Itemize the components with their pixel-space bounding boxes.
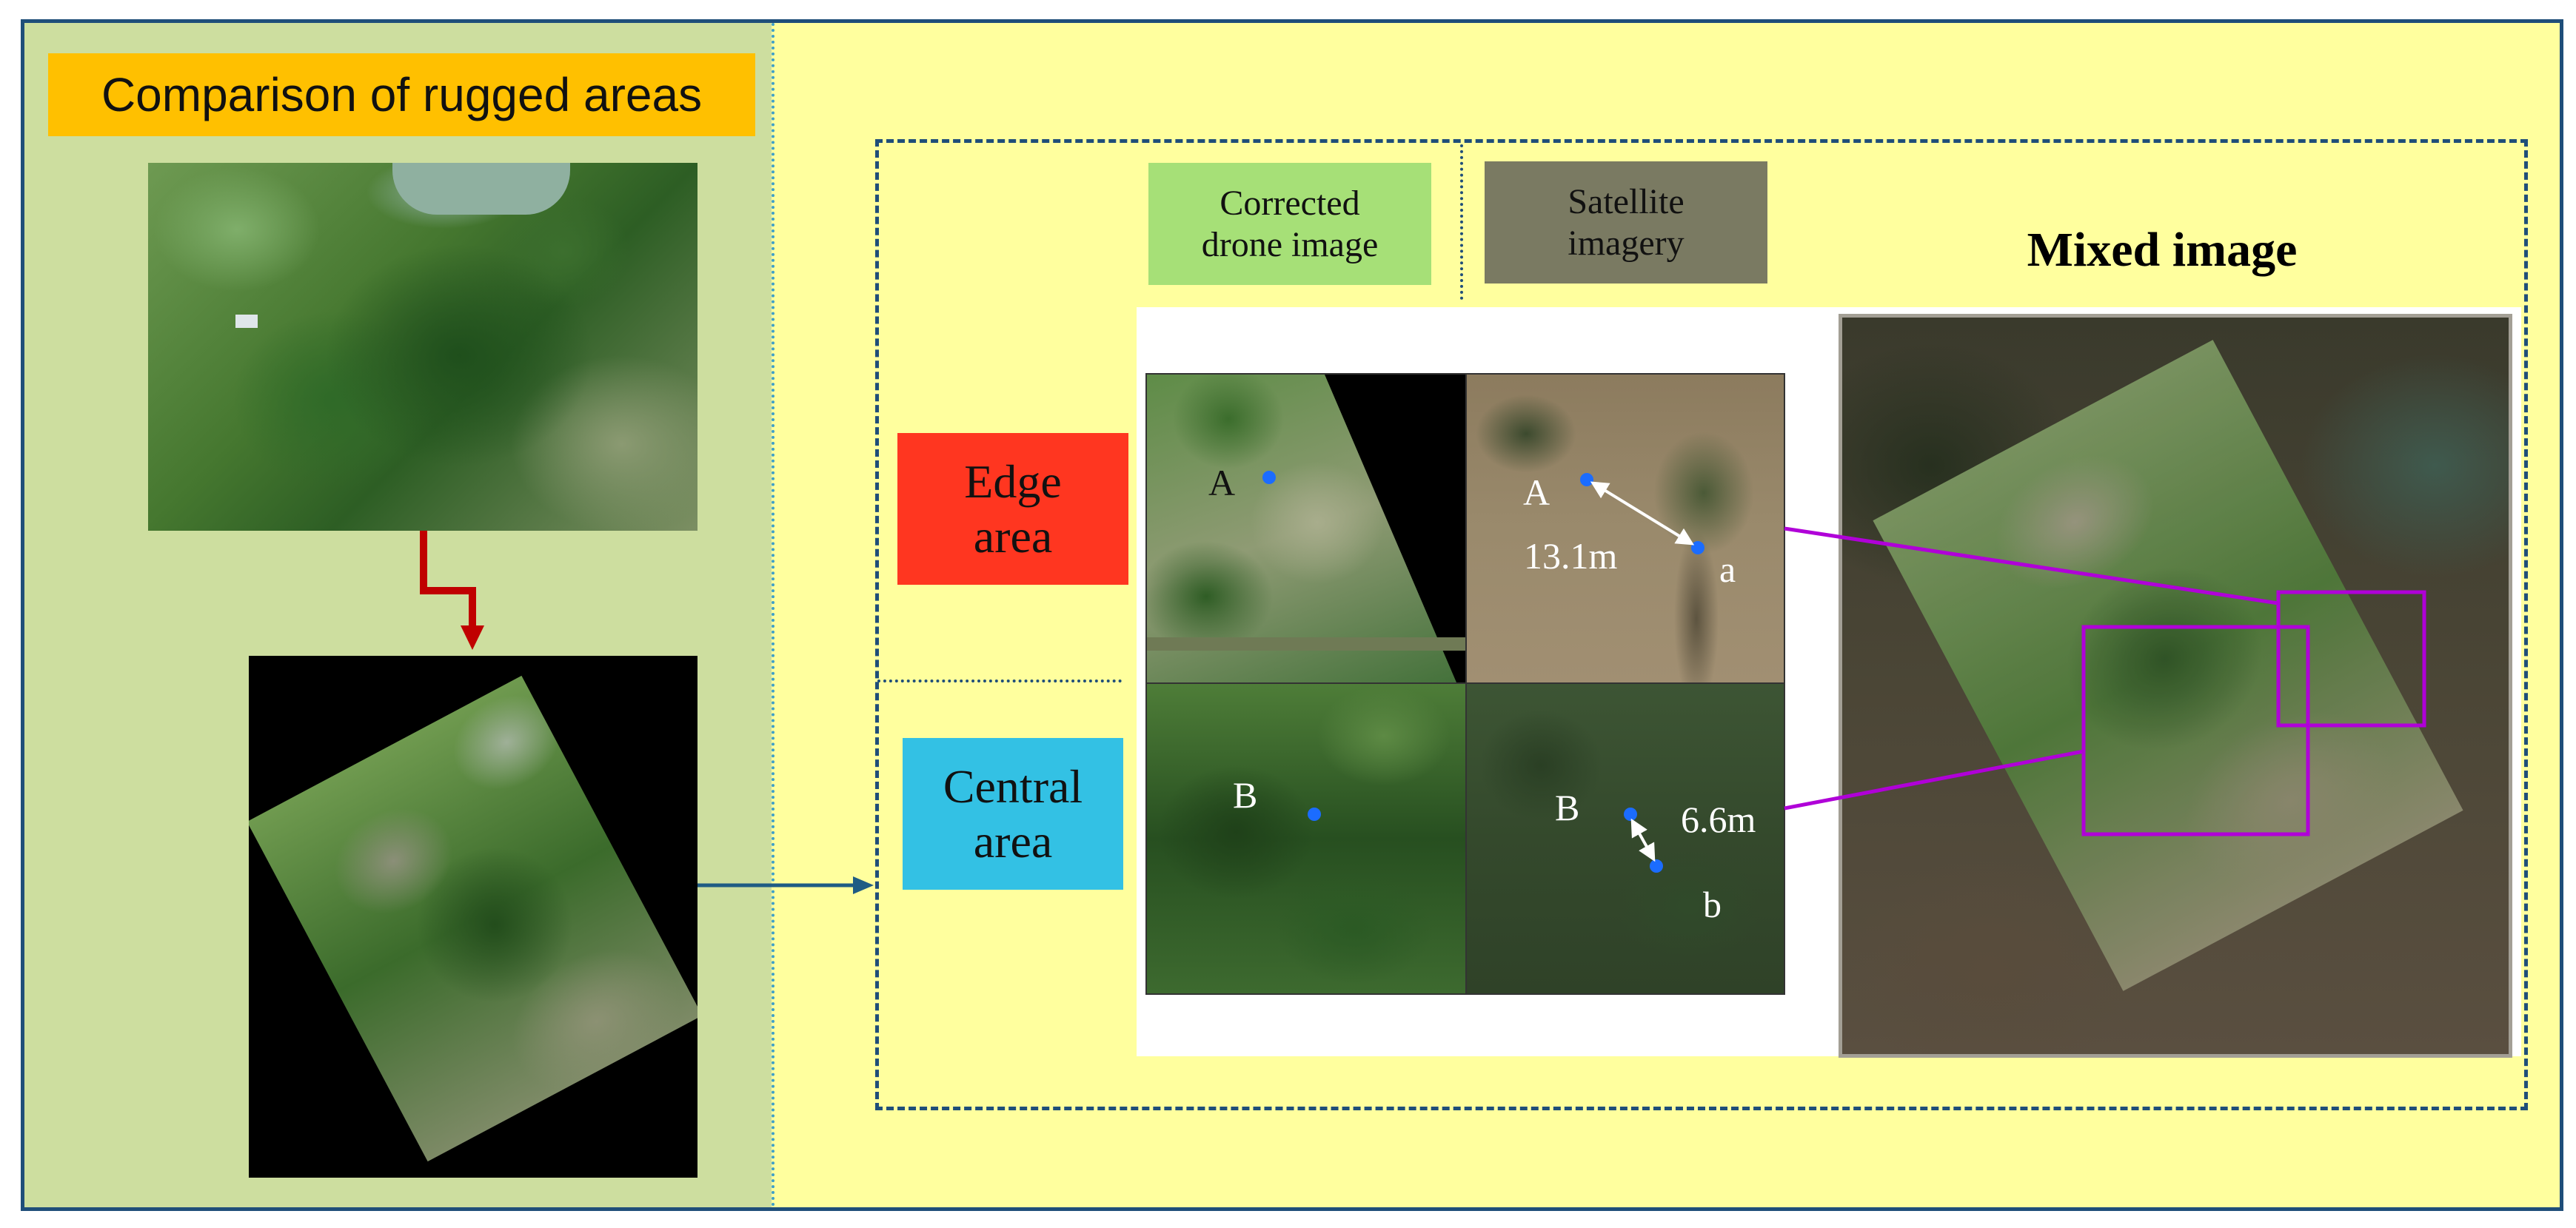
edge-sat-target-label: a: [1719, 548, 1736, 590]
edge-distance-label: 13.1m: [1524, 535, 1618, 577]
column-divider: [1460, 144, 1463, 300]
central-drone-point-label: B: [1233, 774, 1258, 816]
edge-area-label: Edge area: [897, 433, 1128, 585]
corrected-drone-photo: [249, 656, 697, 1178]
satellite-label: Satellite imagery: [1485, 161, 1767, 283]
mixed-overlay-footprint: [1873, 340, 2463, 991]
central-distance-label: 6.6m: [1681, 799, 1756, 840]
row-divider: [877, 680, 1122, 682]
mixed-image: [1839, 314, 2512, 1058]
edge-black-mask: [1325, 375, 1465, 682]
central-satellite-crop: [1465, 682, 1785, 995]
central-drone-crop: [1145, 682, 1467, 995]
pond-patch: [392, 163, 570, 215]
central-sat-point-label: B: [1555, 787, 1580, 828]
edge-satellite-crop: [1465, 373, 1785, 684]
left-panel-title: Comparison of rugged areas: [48, 53, 755, 136]
panel-divider: [772, 23, 775, 1207]
edge-drone-point-label: A: [1208, 462, 1236, 503]
central-area-label: Central area: [903, 738, 1123, 890]
edge-drone-crop: [1145, 373, 1467, 684]
corrected-drone-label: Corrected drone image: [1148, 163, 1431, 285]
mixed-image-title: Mixed image: [2027, 223, 2298, 277]
central-sat-target-label: b: [1703, 884, 1722, 925]
comparison-region: [875, 139, 2528, 1110]
edge-road-strip: [1147, 637, 1465, 651]
rotated-drone-footprint: [249, 675, 697, 1162]
edge-sat-point-label: A: [1523, 472, 1550, 513]
original-drone-photo: [148, 163, 697, 531]
building-patch: [235, 315, 258, 328]
